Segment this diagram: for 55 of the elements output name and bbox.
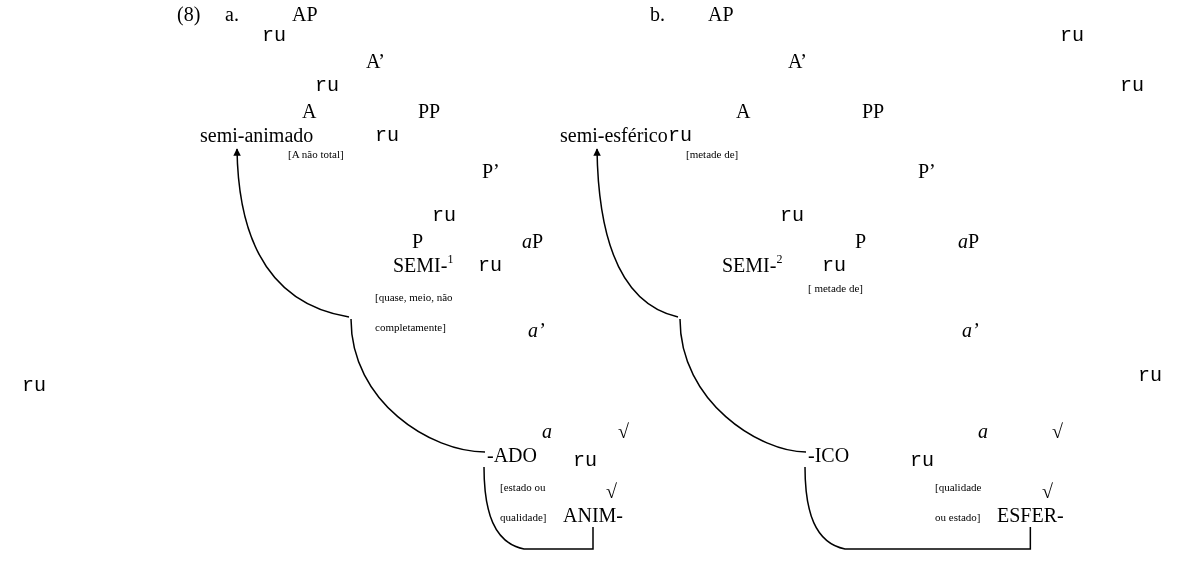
gloss-text: [qualidade ou estado] xyxy=(935,480,983,525)
tree-label: a’ xyxy=(962,318,979,342)
tree-label: AP xyxy=(708,2,734,26)
tree-label: a’ xyxy=(528,318,545,342)
tree-label: P’ xyxy=(482,159,500,183)
tree-node-label: ESFER- xyxy=(997,503,1064,527)
tree-label: √ xyxy=(1052,419,1063,443)
tree-node-label: SEMI-$^{2}$ xyxy=(722,253,783,277)
branch-glyph: ru xyxy=(1120,74,1144,98)
branch-glyph: ru xyxy=(375,124,399,148)
tree-label: PP xyxy=(862,99,885,123)
gloss-text: [estado ou qualidade] xyxy=(500,480,548,525)
tree-label: A xyxy=(302,99,317,123)
tree-node-label: SEMI-$^{1}$ xyxy=(393,253,454,277)
branch-glyph: ru xyxy=(822,254,846,278)
tree-node-label: -ADO xyxy=(487,443,537,467)
tree-label: b. xyxy=(650,2,665,26)
branch-glyph: ru xyxy=(315,74,339,98)
tree-label: P xyxy=(412,229,424,253)
gloss-text: [A não total] xyxy=(288,148,344,161)
tree-label: A’ xyxy=(366,49,385,73)
tree-label: √ xyxy=(606,479,617,503)
tree-label: aP xyxy=(522,229,544,253)
tree-label: aP xyxy=(958,229,980,253)
tree-label: √ xyxy=(1042,479,1053,503)
branch-glyph: ru xyxy=(262,24,286,48)
tree-label: A’ xyxy=(788,49,807,73)
branch-glyph: ru xyxy=(22,374,46,398)
branch-glyph: ru xyxy=(780,204,804,228)
tree-label: a. xyxy=(225,2,239,26)
tree-label: P xyxy=(855,229,867,253)
gloss-text: [quase, meio, não completamente] xyxy=(375,290,454,335)
tree-node-label: semi-esférico xyxy=(560,123,668,147)
tree-label: P’ xyxy=(918,159,936,183)
branch-glyph: ru xyxy=(1060,24,1084,48)
tree-label: PP xyxy=(418,99,441,123)
tree-node-label: -ICO xyxy=(808,443,850,467)
branch-glyph: ru xyxy=(432,204,456,228)
branch-glyph: ru xyxy=(668,124,692,148)
tree-label: a xyxy=(542,419,552,443)
branch-glyph: ru xyxy=(573,449,597,473)
tree-label: a xyxy=(978,419,988,443)
tree-label: √ xyxy=(618,419,629,443)
branch-glyph: ru xyxy=(478,254,502,278)
gloss-text: [metade de] xyxy=(686,148,739,161)
arrow xyxy=(593,148,679,318)
arrow xyxy=(233,148,350,318)
tree-label: AP xyxy=(292,2,318,26)
tree-node-label: ANIM- xyxy=(563,503,623,527)
tree-node-label: semi-animado xyxy=(200,123,314,147)
tree-label: A xyxy=(736,99,751,123)
branch-glyph: ru xyxy=(1138,364,1162,388)
tree-label: (8) xyxy=(177,2,201,26)
gloss-text: [ metade de] xyxy=(808,282,863,295)
branch-glyph: ru xyxy=(910,449,934,473)
